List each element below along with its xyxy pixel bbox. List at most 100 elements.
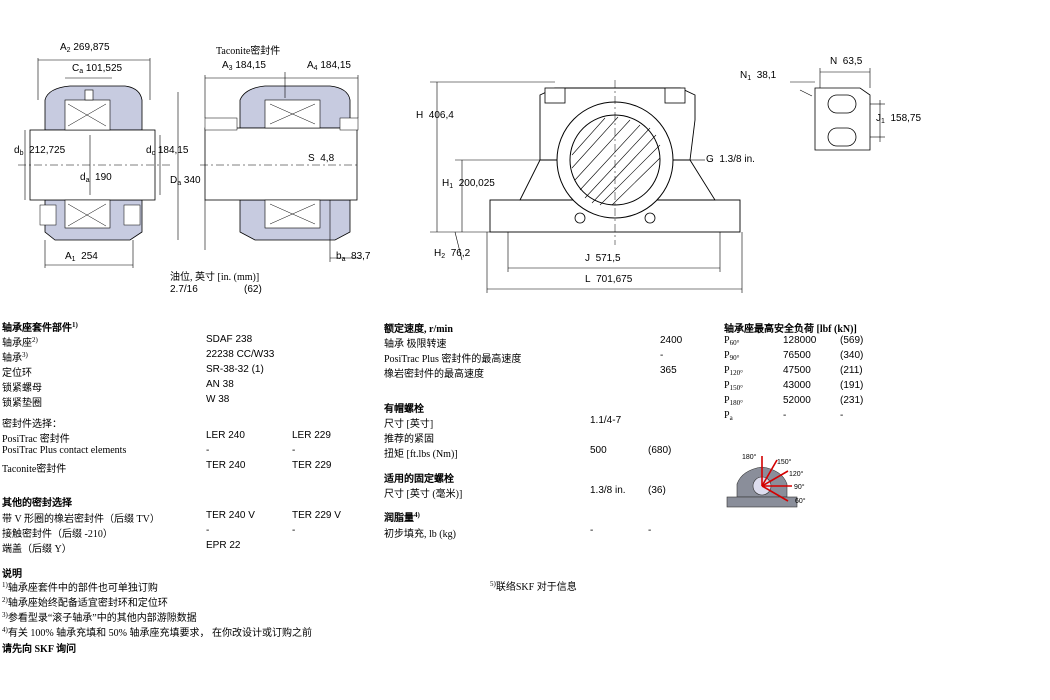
dim-a2: A2 269,875 [60, 42, 110, 54]
dim-a3: A3 184,15 [222, 60, 266, 72]
seal-label: Taconite密封件 [2, 464, 67, 475]
seal-label: PosiTrac Plus contact elements [2, 445, 127, 456]
dim-a1: A1 254 [65, 251, 98, 263]
speed-label: PosiTrac Plus 密封件的最高速度 [384, 354, 522, 365]
load-lbf: 43000 [783, 380, 811, 391]
fix-bolts-size-mm: (36) [648, 485, 666, 496]
dim-a4: A4 184,15 [307, 60, 351, 72]
note-text: 有关 100% 轴承充填和 50% 轴承座充填要求， 在你改设计或订购之前 [7, 628, 313, 639]
notes-contact: 请先向 SKF 询问 [2, 644, 77, 655]
dim-da: da 190 [80, 172, 112, 184]
load-symbol-p: P [724, 395, 730, 406]
component-label-text: 轴承 [2, 353, 22, 364]
cap-bolts-size: 1.1/4-7 [590, 415, 622, 426]
torque-label: 扭矩 [ft.lbs (Nm)] [384, 449, 458, 460]
oil-level-label: 油位, 英寸 [in. (mm)] [170, 272, 260, 283]
seal-value-1: LER 240 [206, 430, 245, 441]
component-label: 定位环 [2, 364, 32, 379]
taconite-label: Taconite密封件 [216, 46, 281, 57]
speed-value: - [660, 350, 664, 361]
note-5: 5)联络SKF 对于信息 [490, 580, 577, 593]
other-seals-title: 其他的密封选择 [2, 498, 72, 509]
load-symbol: P150° [724, 380, 743, 392]
component-value: W 38 [206, 394, 230, 405]
other-seal-label: 端盖（后缀 Y） [2, 544, 72, 555]
component-label: 轴承座2) [2, 334, 38, 349]
dim-l: L 701,675 [585, 274, 633, 285]
load-symbol: Pa [724, 410, 733, 422]
load-direction-diagram [726, 456, 798, 508]
load-symbol-angle: 150° [729, 384, 743, 392]
angle-90: 90° [794, 484, 805, 491]
dim-h2: H2 76,2 [434, 248, 471, 260]
load-symbol-p: P [724, 365, 730, 376]
load-symbol: P180° [724, 395, 743, 407]
dim-h1: H1 200,025 [442, 178, 495, 190]
dim-n1: N1 38,1 [740, 70, 777, 82]
torque-value-nm: (680) [648, 445, 672, 456]
load-arrows [761, 456, 792, 502]
note-text: 轴承座套件中的部件也可单独订购 [7, 583, 158, 594]
note-item: 1)轴承座套件中的部件也可单独订购 [2, 579, 158, 594]
component-value: SDAF 238 [206, 334, 253, 345]
note-item: 4)有关 100% 轴承充填和 50% 轴承座充填要求， 在你改设计或订购之前 [2, 624, 312, 639]
component-label: 轴承3) [2, 349, 28, 364]
torque-value: 500 [590, 445, 607, 456]
load-symbol-angle: 60° [729, 339, 740, 347]
fix-bolts-size: 1.3/8 in. [590, 485, 626, 496]
angle-150: 150° [777, 459, 792, 466]
component-label-text: 锁紧螺母 [2, 383, 42, 394]
other-seal-label: 接触密封件（后缀 -210） [2, 529, 113, 540]
component-label-text: 轴承座 [2, 338, 32, 349]
cap-bolts-size-label: 尺寸 [英寸] [384, 419, 434, 430]
component-label-sup: 2) [32, 336, 38, 344]
component-label-text: 锁紧垫圈 [2, 398, 42, 409]
speed-value: 2400 [660, 335, 683, 346]
angle-120: 120° [789, 471, 804, 478]
other-seal-label: 带 V 形圈的橡岩密封件（后缀 TV） [2, 514, 160, 525]
load-symbol-angle: 180° [729, 399, 743, 407]
dim-j: J 571,5 [585, 253, 621, 264]
note-item: 3)参看型录“滚子轴承”中的其他内部游隙数据 [2, 609, 197, 624]
speed-title: 额定速度, r/min [384, 324, 453, 335]
load-symbol-angle: a [729, 414, 733, 422]
load-lbf: 76500 [783, 350, 811, 361]
note-sup: 3) [2, 611, 8, 619]
grease-v1: - [590, 525, 594, 536]
note-sup: 1) [2, 581, 8, 589]
load-kn: (340) [840, 350, 864, 361]
note-item: 2)轴承座始终配备适宜密封环和定位环 [2, 594, 168, 609]
component-label: 锁紧垫圈 [2, 394, 42, 409]
torque-title: 推荐的紧固 [384, 434, 434, 445]
note-text: 轴承座始终配备适宜密封环和定位环 [7, 598, 168, 609]
load-kn: - [840, 410, 844, 421]
load-kn: (231) [840, 395, 864, 406]
load-symbol: P90° [724, 350, 739, 362]
fix-bolts-title: 适用的固定螺栓 [384, 474, 454, 485]
dim-h: H 406,4 [416, 110, 454, 121]
load-symbol-p: P [724, 380, 730, 391]
notes-title: 说明 [2, 569, 22, 580]
dim-n: N 63,5 [830, 56, 863, 67]
loads-title: 轴承座最高安全负荷 [lbf (kN)] [724, 324, 857, 335]
load-lbf: 52000 [783, 395, 811, 406]
oil-level-mm: (62) [244, 284, 262, 295]
load-symbol: P120° [724, 365, 743, 377]
speed-value: 365 [660, 365, 677, 376]
speed-label: 橡岩密封件的最高速度 [384, 369, 484, 380]
dim-g: G 1.3/8 in. [706, 154, 755, 165]
components-title: 轴承座套件部件1) [2, 321, 78, 334]
cross-section-svg [18, 58, 885, 293]
load-lbf: 128000 [783, 335, 817, 346]
seal-value-2: LER 229 [292, 430, 331, 441]
component-label-text: 定位环 [2, 368, 32, 379]
seal-value-1: - [206, 445, 210, 456]
load-symbol-p: P [724, 335, 730, 346]
component-label: 锁紧螺母 [2, 379, 42, 394]
dim-s: S 4,8 [308, 153, 335, 164]
dim-ca: Ca 101,525 [72, 63, 123, 75]
other-seal-value-1: - [206, 525, 210, 536]
component-label-sup: 3) [22, 351, 28, 359]
seal-selection-title: 密封件选择： [2, 419, 62, 430]
angle-60: 60° [795, 498, 806, 505]
